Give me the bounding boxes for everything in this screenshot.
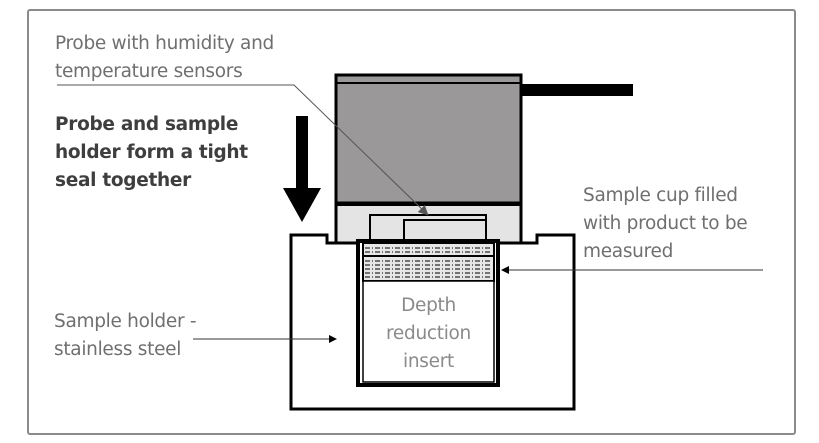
insert-label: Depth reduction insert xyxy=(386,295,471,372)
product-layer xyxy=(362,242,495,282)
press-down-arrow xyxy=(283,116,321,222)
depth-reduction-insert xyxy=(362,280,495,383)
sample-cup-label: Sample cup filled with product to be mea… xyxy=(583,185,748,262)
temperature-sensor xyxy=(403,219,487,243)
probe-body xyxy=(334,73,523,205)
probe-cable xyxy=(521,84,633,96)
seal-label: Probe and sample holder form a tight sea… xyxy=(55,114,248,191)
probe-leader-line xyxy=(57,84,429,216)
diagram-frame xyxy=(27,9,796,435)
sample-holder-label: Sample holder - stainless steel xyxy=(54,311,197,360)
holder-recess-step xyxy=(325,235,539,245)
probe-label: Probe with humidity and temperature sens… xyxy=(55,33,274,82)
